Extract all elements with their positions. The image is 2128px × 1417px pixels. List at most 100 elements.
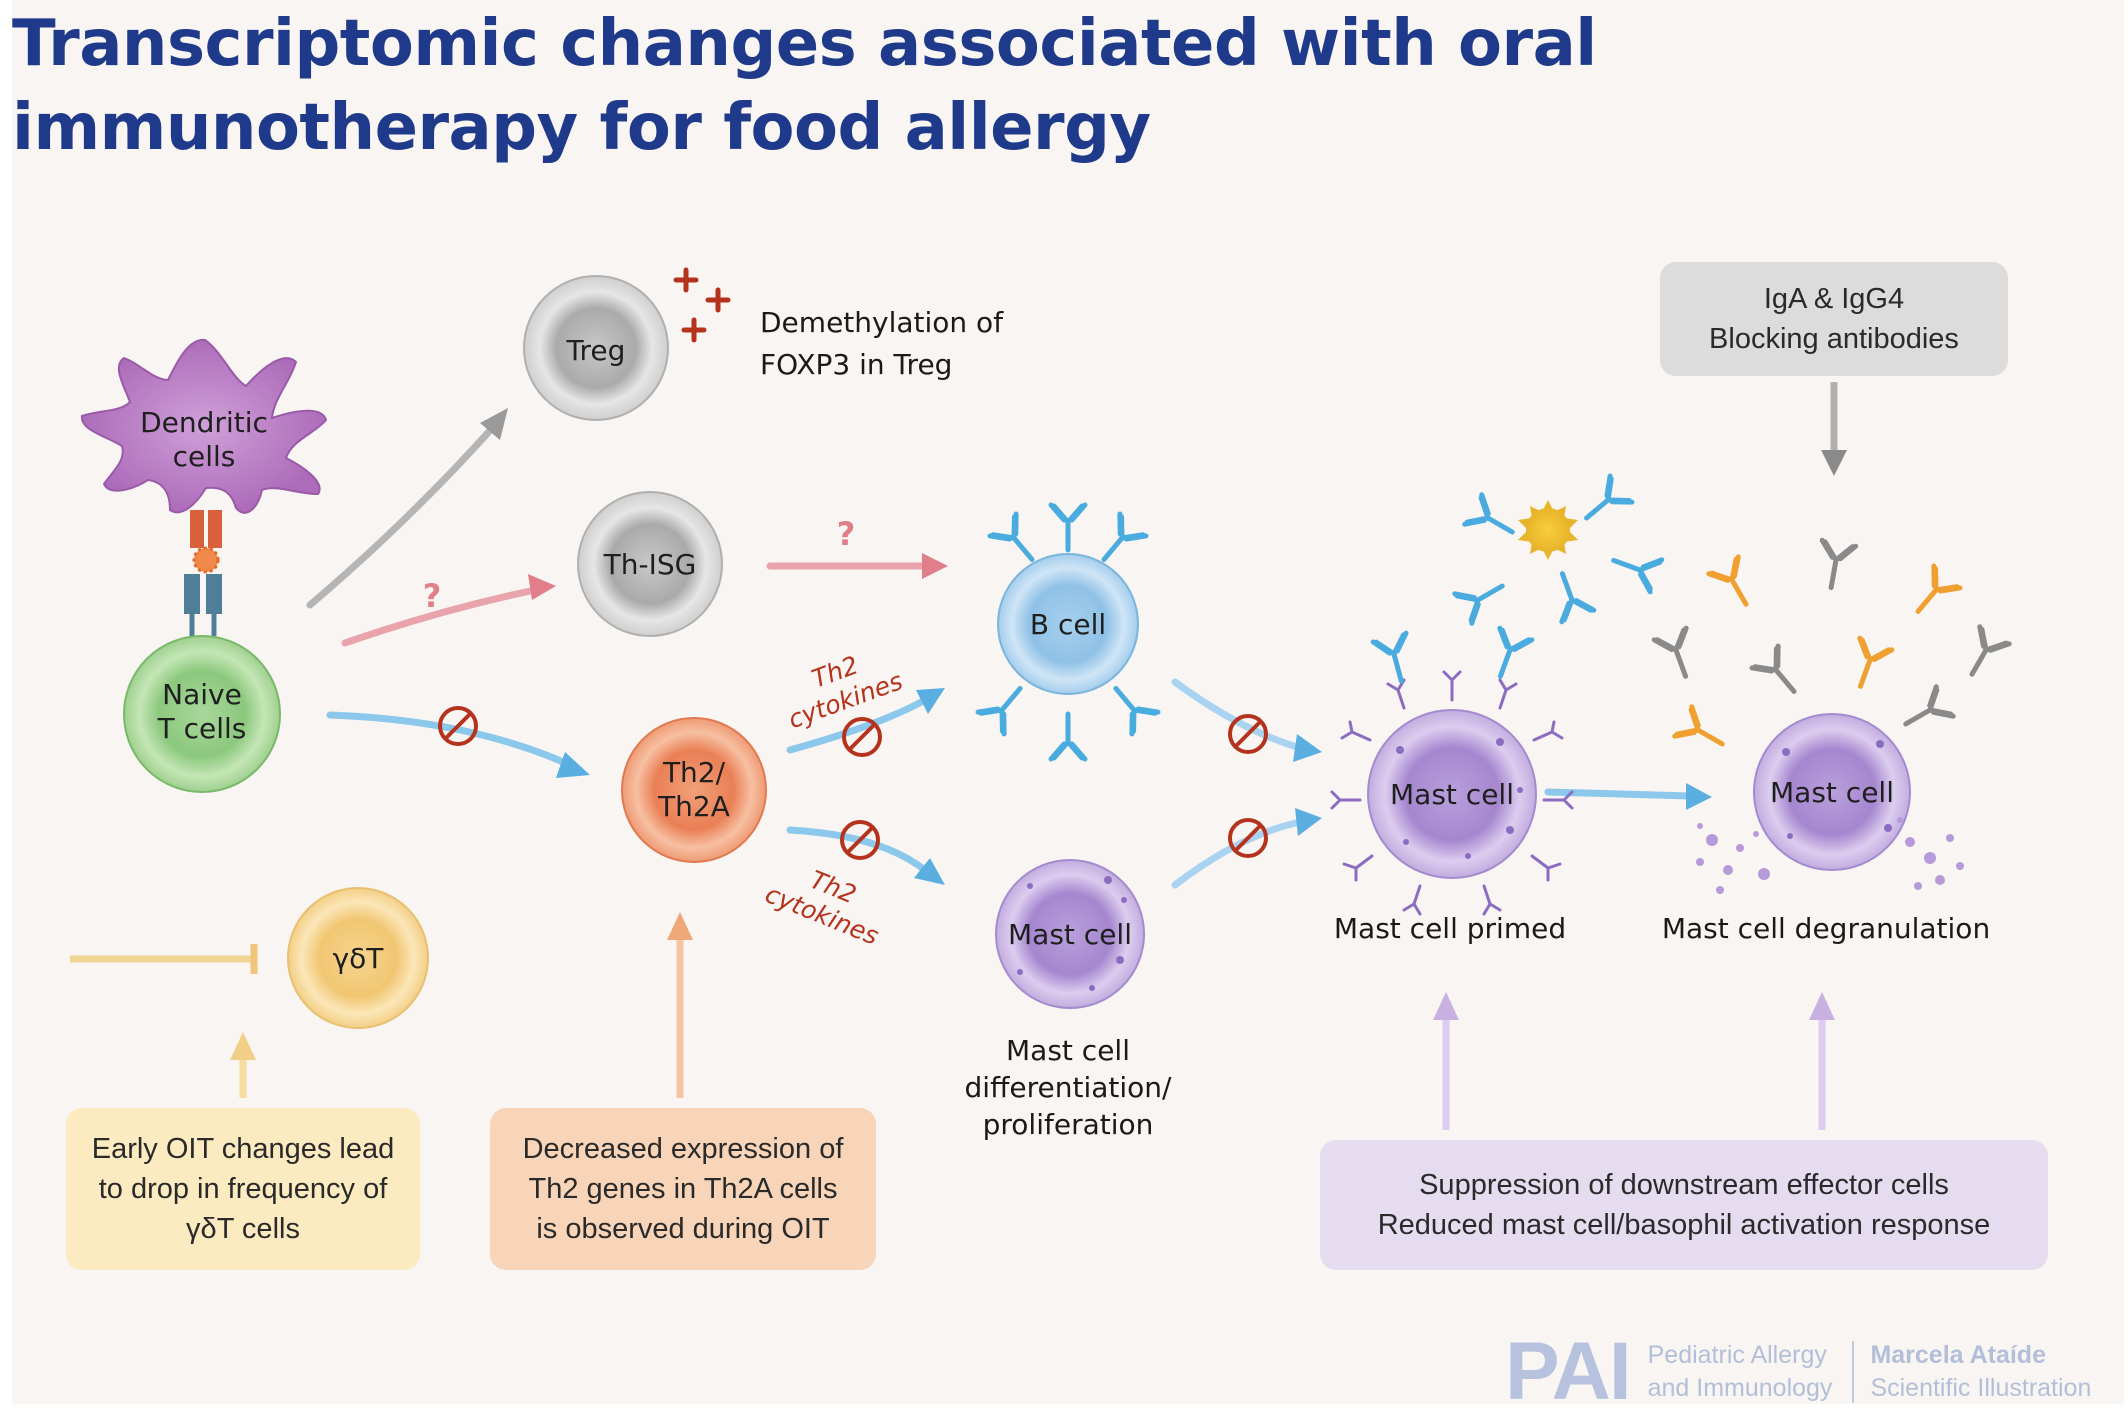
credit-line-2: Scientific Illustration — [1870, 1374, 2092, 1402]
th-isg-label: Th-ISG — [603, 548, 697, 581]
antibody-icon — [1051, 505, 1085, 550]
antibody-icon — [1814, 540, 1855, 590]
antibody-icon — [1373, 633, 1417, 685]
treg-cell: Treg — [523, 275, 669, 421]
suppression-note-line-2: Reduced mast cell/basophil activation re… — [1377, 1209, 1991, 1241]
mast-primed-cell-label: Mast cell — [1390, 778, 1514, 811]
dendritic-label-1: Dendritic — [140, 406, 268, 439]
mast-cell-primed: Mast cell — [1330, 670, 1574, 916]
arrow-box-to-gamma-delta — [230, 1032, 256, 1098]
th2-note-line-1: Decreased expression of — [522, 1133, 844, 1165]
mast-primed-label: Mast cell primed — [1334, 912, 1566, 945]
mast-differentiation-label-2: differentiation/ — [965, 1071, 1172, 1104]
blocking-antibodies-line-2: Blocking antibodies — [1709, 323, 1959, 355]
antibody-icon — [1051, 714, 1085, 759]
b-cell: B cell — [997, 553, 1139, 695]
th2-cytokines-lower: Th2 cytokines — [761, 865, 882, 951]
blocking-antibodies-box: IgA & IgG4 Blocking antibodies — [1660, 262, 2008, 376]
mast-cell-degranulation: Mast cell — [1753, 713, 1911, 871]
naive-label-2: T cells — [157, 712, 247, 745]
dendritic-cell: Dendritic cells — [80, 338, 328, 514]
illustrator-credit: Marcela Ataíde Scientific Illustration — [1870, 1339, 2091, 1405]
figure-title: Transcriptomic changes associated with o… — [12, 7, 1597, 165]
allergen-cluster — [1518, 500, 1578, 560]
th2-label-1: Th2/ — [662, 756, 726, 789]
antibody-icon — [1465, 495, 1521, 547]
arrow-th2-to-mastcell — [786, 826, 945, 885]
mast-differentiation-label-3: proliferation — [983, 1108, 1154, 1141]
question-mark-naive-th-isg: ? — [423, 577, 442, 615]
inhibition-bar-gamma-delta — [70, 944, 258, 974]
gamma-delta-note-line-2: to drop in frequency of — [98, 1173, 388, 1205]
antibody-icon — [1709, 557, 1761, 613]
antibody-icon — [1897, 687, 1953, 739]
arrow-primed-to-degranulation — [1544, 783, 1712, 810]
arrow-bcell-to-primed — [1171, 678, 1322, 762]
arrow-naive-to-treg — [306, 408, 508, 609]
pai-logo-mark: PAI — [1505, 1326, 1632, 1417]
mast-differentiation-label-1: Mast cell — [1006, 1034, 1130, 1067]
mast-cell-label: Mast cell — [1008, 918, 1132, 951]
antibody-icon — [1546, 568, 1593, 622]
antibody-icon — [1455, 571, 1511, 623]
question-mark-th-isg-bcell: ? — [837, 515, 856, 553]
mhc-tcr-complex — [184, 510, 222, 636]
mast-degranulated-cell-label: Mast cell — [1770, 776, 1894, 809]
dendritic-label-2: cells — [173, 440, 236, 473]
antibody-icon — [1484, 628, 1531, 682]
antibody-icon — [978, 678, 1033, 734]
treg-label: Treg — [566, 334, 626, 367]
arrow-box-to-primed — [1433, 992, 1459, 1130]
journal-name-line-1: Pediatric Allergy — [1647, 1341, 1827, 1369]
arrow-mastcell-to-primed — [1171, 808, 1322, 889]
gamma-delta-label: γδT — [333, 942, 385, 975]
antibody-icon — [1957, 627, 2009, 683]
gamma-delta-note-line-1: Early OIT changes lead — [91, 1133, 395, 1165]
journal-logo: PAI Pediatric Allergy and Immunology Mar… — [1505, 1330, 2091, 1414]
demethylation-label-2: FOXP3 in Treg — [760, 348, 952, 381]
gamma-delta-note-box: Early OIT changes lead to drop in freque… — [66, 1108, 420, 1270]
b-cell-label: B cell — [1030, 608, 1106, 641]
th2-cell: Th2/ Th2A — [621, 717, 767, 863]
suppression-note-line-1: Suppression of downstream effector cells — [1419, 1169, 1949, 1201]
naive-label-1: Naive — [162, 678, 242, 711]
primed-ige-antibodies — [1373, 628, 1532, 685]
credit-line-1: Marcela Ataíde — [1870, 1341, 2046, 1369]
mast-cell-differentiation: Mast cell — [995, 859, 1145, 1009]
th2-note-line-2: Th2 genes in Th2A cells — [528, 1173, 838, 1205]
antibody-icon — [1103, 678, 1158, 734]
th2-label-2: Th2A — [657, 790, 730, 823]
gamma-delta-t-cell: γδT — [287, 887, 429, 1029]
naive-t-cell: Naive T cells — [123, 635, 281, 793]
th-isg-cell: Th-ISG — [577, 491, 723, 637]
journal-name-line-2: and Immunology — [1647, 1374, 1833, 1402]
th2-expression-note-box: Decreased expression of Th2 genes in Th2… — [490, 1108, 876, 1270]
allergen-icon — [1526, 508, 1570, 552]
journal-name: Pediatric Allergy and Immunology — [1648, 1339, 1833, 1405]
plus-signs — [673, 267, 731, 343]
arrow-antibodies-down — [1821, 382, 1847, 476]
antibody-icon — [1844, 638, 1891, 692]
antibody-icon — [1905, 566, 1960, 622]
gamma-delta-note-line-3: γδT cells — [186, 1213, 300, 1245]
arrow-box-to-degranulation — [1809, 992, 1835, 1130]
antibody-icon — [1654, 628, 1701, 682]
antibody-icon — [1752, 646, 1807, 702]
arrow-th-isg-to-bcell — [766, 553, 948, 579]
antibody-icon — [1608, 544, 1662, 591]
granules — [1696, 817, 1964, 894]
blocking-antibodies-line-1: IgA & IgG4 — [1763, 283, 1905, 315]
arrow-naive-to-th-isg — [341, 574, 556, 647]
logo-divider — [1852, 1341, 1855, 1403]
arrow-box-to-th2 — [667, 912, 693, 1098]
demethylation-label-1: Demethylation of — [760, 306, 1004, 339]
mast-degranulation-label: Mast cell degranulation — [1662, 912, 1990, 945]
arrow-naive-to-th2 — [326, 711, 590, 778]
suppression-note-box: Suppression of downstream effector cells… — [1320, 1140, 2048, 1270]
antibody-icon — [1675, 707, 1731, 759]
arrow-th2-to-bcell — [786, 688, 945, 754]
th2-note-line-3: is observed during OIT — [536, 1213, 830, 1245]
antibody-icon — [1576, 476, 1632, 531]
